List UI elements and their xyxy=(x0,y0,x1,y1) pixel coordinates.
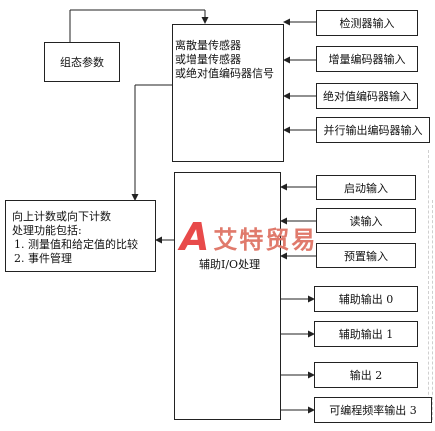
sensor-block-line-2: 或增量传感器 xyxy=(175,53,241,66)
sensor-input-label: 检测器输入 xyxy=(339,17,395,30)
aux-input-label: 读输入 xyxy=(349,214,383,228)
counter-item-2: 2. 事件管理 xyxy=(14,252,72,265)
aux-output-box: 输出 2 xyxy=(314,362,418,388)
aux-output-label: 输出 2 xyxy=(349,369,383,382)
sensor-input-box: 增量编码器输入 xyxy=(316,46,418,72)
counter-item-1: 1. 测量值和给定值的比较 xyxy=(14,238,138,251)
aux-output-label: 可编程频率输出 3 xyxy=(329,404,417,417)
dashed-guide xyxy=(432,200,433,420)
watermark-text: 艾特贸易 xyxy=(213,225,318,254)
aux-input-box: 启动输入 xyxy=(316,175,416,200)
counter-line-2: 处理功能包括: xyxy=(12,224,82,237)
config-params-label: 组态参数 xyxy=(60,56,104,69)
sensor-signal-block: 离散量传感器 或增量传感器 或绝对值编码器信号 xyxy=(172,24,284,162)
aux-output-label: 辅助输出 1 xyxy=(338,328,394,341)
aux-input-label: 预置输入 xyxy=(344,249,388,263)
aux-output-label: 辅助输出 0 xyxy=(338,293,394,306)
watermark-logo: A xyxy=(180,215,210,259)
sensor-input-box: 并行输出编码器输入 xyxy=(316,117,430,143)
counter-processing-block: 向上计数或向下计数 处理功能包括: 1. 测量值和给定值的比较 2. 事件管理 xyxy=(5,200,156,272)
config-params-box: 组态参数 xyxy=(44,42,120,82)
aux-output-box: 辅助输出 0 xyxy=(314,286,418,312)
aux-input-box: 预置输入 xyxy=(316,243,416,268)
sensor-input-label: 增量编码器输入 xyxy=(328,53,406,66)
aux-output-box: 可编程频率输出 3 xyxy=(314,397,432,423)
sensor-block-line-3: 或绝对值编码器信号 xyxy=(175,67,274,80)
dashed-guide xyxy=(428,150,429,420)
aux-io-processing-block: 辅助I/O处理 xyxy=(174,172,281,420)
sensor-input-label: 并行输出编码器输入 xyxy=(323,124,423,137)
sensor-input-box: 绝对值编码器输入 xyxy=(316,83,418,109)
aux-output-box: 辅助输出 1 xyxy=(314,321,418,347)
sensor-input-label: 绝对值编码器输入 xyxy=(323,90,411,103)
aux-input-box: 读输入 xyxy=(316,208,416,233)
watermark: A 艾特贸易 xyxy=(180,218,317,256)
aux-input-label: 启动输入 xyxy=(344,181,388,195)
sensor-input-box: 检测器输入 xyxy=(316,10,418,36)
sensor-block-line-1: 离散量传感器 xyxy=(175,39,241,52)
aux-block-label: 辅助I/O处理 xyxy=(199,258,261,271)
counter-line-1: 向上计数或向下计数 xyxy=(12,210,111,223)
